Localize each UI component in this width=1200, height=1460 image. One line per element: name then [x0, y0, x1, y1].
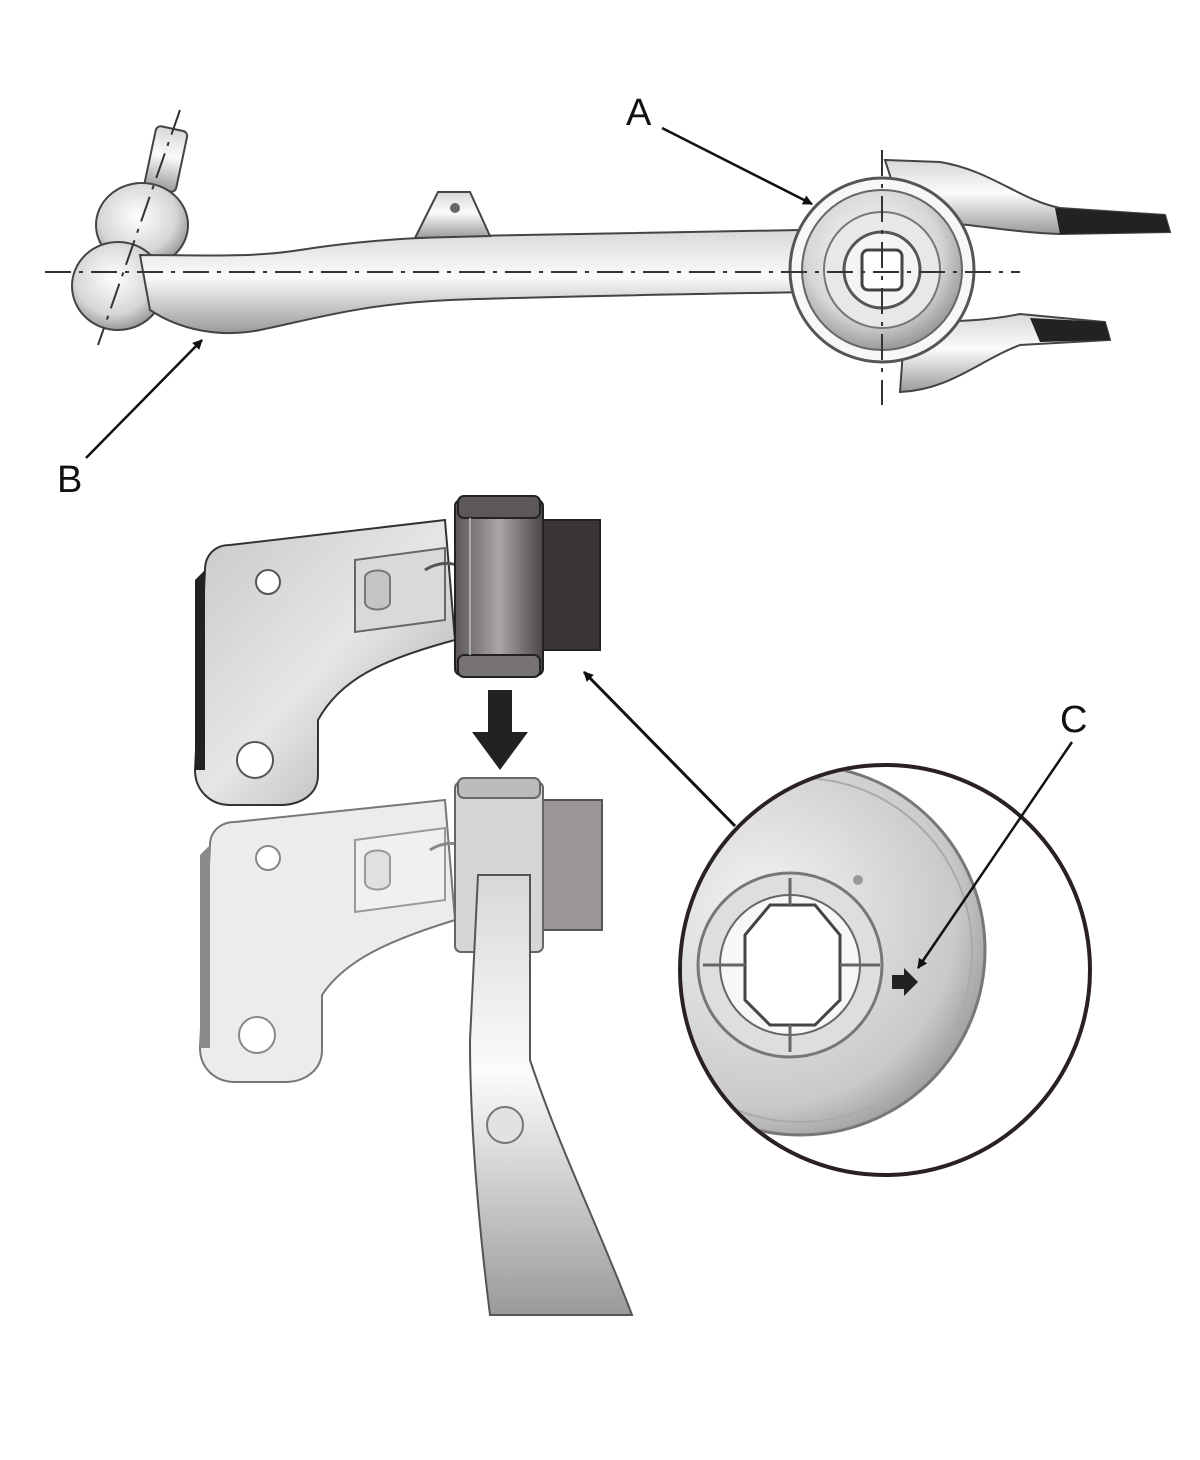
detail-pointer	[582, 670, 737, 828]
install-direction-arrow	[472, 690, 528, 770]
callout-b-label: B	[57, 459, 82, 501]
callout-a: A	[626, 92, 813, 206]
lower-arm-body	[138, 228, 812, 335]
lower-arm-top-view	[45, 109, 1172, 405]
detail-magnifier	[678, 763, 1092, 1177]
bushing-a	[788, 176, 976, 364]
callout-a-label: A	[626, 92, 652, 134]
callout-c: C	[916, 699, 1087, 969]
alignment-mark	[892, 968, 918, 996]
bracket-with-bushing	[193, 495, 601, 806]
center-lines	[45, 109, 1020, 405]
lower-arm-installed	[468, 874, 634, 1316]
bracket-installed	[198, 777, 634, 1316]
callout-b: B	[57, 339, 203, 501]
arm-bracket-fin	[413, 191, 492, 240]
callout-c-label: C	[1060, 699, 1087, 741]
